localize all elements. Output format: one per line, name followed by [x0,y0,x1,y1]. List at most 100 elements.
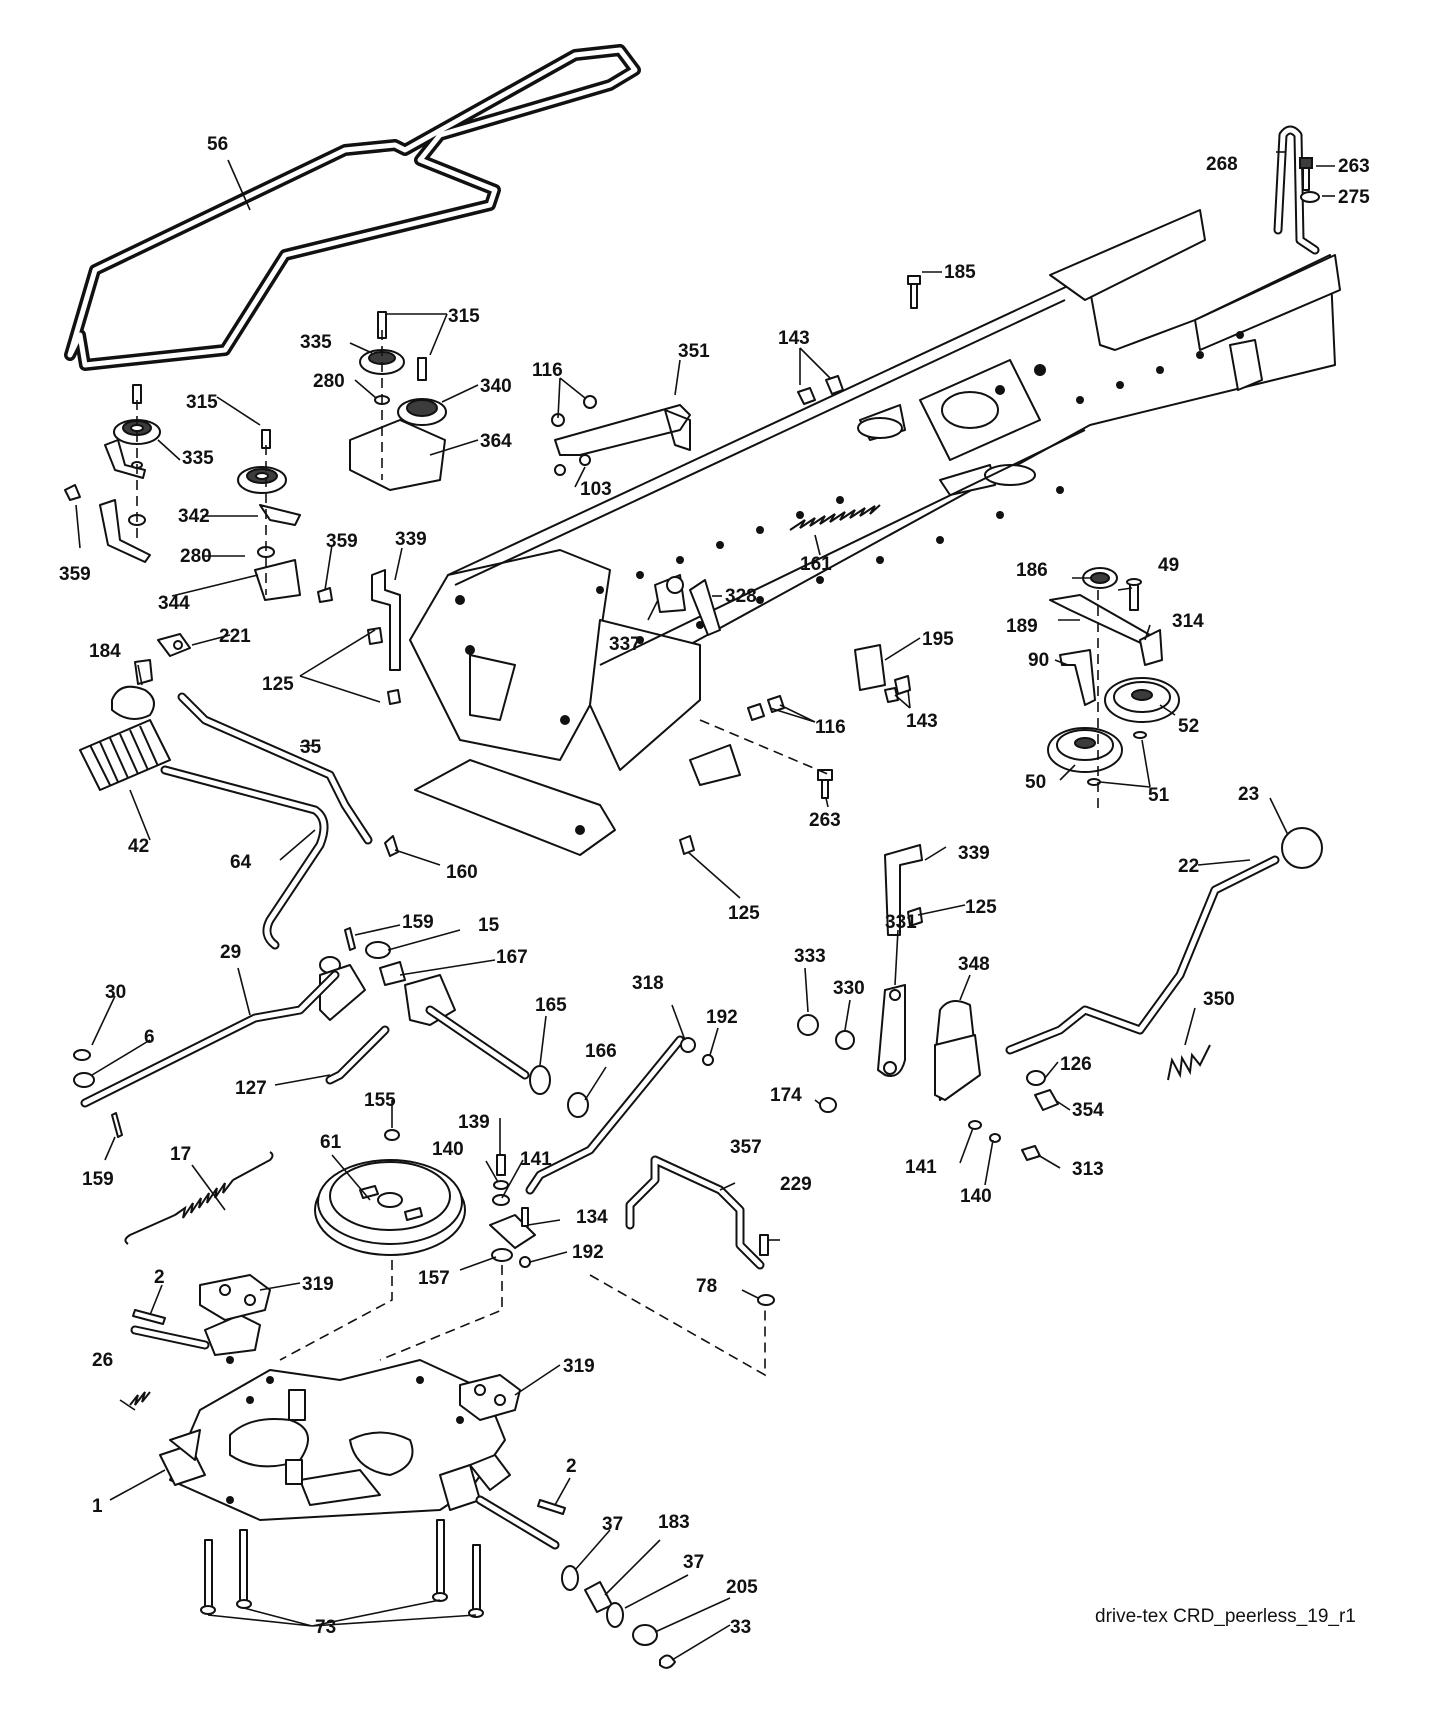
callout-35: 35 [300,737,322,758]
washer-140-left [493,1180,509,1190]
callout-161: 161 [800,554,832,575]
bolt-185 [907,275,921,309]
washer-166 [567,1092,589,1118]
callout-263: 263 [1338,156,1370,177]
callout-139: 139 [458,1112,490,1133]
callout-165: 165 [535,995,567,1016]
lever-22 [1005,855,1280,1055]
callout-205: 205 [726,1577,758,1598]
axis-pulley [279,1260,393,1361]
callout-263: 263 [809,810,841,831]
callout-344: 344 [158,593,190,614]
bushing-165 [529,1065,551,1095]
washer-78 [757,1294,775,1306]
callout-167: 167 [496,947,528,968]
callout-275: 275 [1338,187,1370,208]
bracket-339-right [884,844,923,936]
pin-159-top [344,927,356,951]
callout-186: 186 [1016,560,1048,581]
callout-22: 22 [1178,856,1199,877]
screw-116-mid [747,695,785,721]
callout-328: 328 [725,586,757,607]
callout-221: 221 [219,626,251,647]
callout-315: 315 [186,392,218,413]
idler-group-left [64,384,333,603]
callout-116: 116 [532,360,563,381]
tab-184 [134,659,153,685]
nut-103-b [554,464,566,476]
washer-330 [835,1030,855,1050]
screw-125-lower [679,835,695,855]
callout-125: 125 [965,897,997,918]
callout-141: 141 [905,1157,937,1178]
shaft-165 [425,1005,530,1080]
callout-50: 50 [1025,772,1046,793]
callout-192: 192 [572,1242,604,1263]
callout-49: 49 [1158,555,1179,576]
callout-61: 61 [320,1132,342,1153]
idler-group-center [349,311,447,491]
callout-364: 364 [480,431,512,452]
callout-140: 140 [960,1186,992,1207]
pedal-shaft-assy [319,964,366,1021]
washer-140-right [989,1133,1001,1143]
callout-140: 140 [432,1139,464,1160]
callout-339: 339 [958,843,990,864]
callout-33: 33 [730,1617,751,1638]
callout-143: 143 [778,328,810,349]
callout-labels: 56 268 263 275 185 315 335 280 340 364 3… [59,134,1370,1638]
callout-333: 333 [794,946,826,967]
callout-340: 340 [480,376,512,397]
rod-35 [177,692,373,845]
callout-315: 315 [448,306,480,327]
callout-350: 350 [1203,989,1235,1010]
bolts-73 [200,1519,484,1618]
nut-192-top [702,1054,714,1066]
callout-1: 1 [92,1496,103,1517]
nut-116-top-b [583,395,597,409]
screw-143-mid [884,675,911,703]
transaxle [130,1314,560,1550]
key-2-right [537,1499,566,1515]
bracket-339-left [371,569,401,671]
callout-229: 229 [780,1174,812,1195]
callout-318: 318 [632,973,664,994]
callout-90: 90 [1028,650,1049,671]
bolt-139 [496,1154,506,1176]
callout-359: 359 [59,564,91,585]
washer-275 [1300,191,1320,203]
leader-lines [75,151,1335,1661]
washer-30 [73,1049,91,1061]
spring-161 [789,504,881,531]
lever-331 [877,984,906,1077]
callout-359: 359 [326,531,358,552]
callout-2: 2 [566,1456,577,1477]
bracket-319-top [199,1274,271,1321]
bracket-351 [554,404,691,456]
nut-354 [1034,1089,1059,1111]
washer-205 [632,1624,658,1646]
callout-42: 42 [128,836,149,857]
washer-157 [491,1248,513,1262]
ferrule-6 [73,1072,95,1088]
nut-103 [579,454,591,466]
callout-335: 335 [300,332,332,353]
rod-318 [525,1035,685,1195]
rod-357 [625,1155,765,1270]
callout-335: 335 [182,448,214,469]
callout-141: 141 [520,1149,552,1170]
callout-157: 157 [418,1268,450,1289]
rod-127 [325,1025,390,1085]
bolt-263-top [1299,157,1313,191]
callout-174: 174 [770,1085,802,1106]
callout-159: 159 [82,1169,114,1190]
frame-assembly [409,209,1341,856]
callout-348: 348 [958,954,990,975]
callout-64: 64 [230,852,252,873]
callout-357: 357 [730,1137,762,1158]
callout-319: 319 [302,1274,334,1295]
screw-125-b [387,689,401,705]
pin-159-bottom [111,1112,123,1138]
nut-155 [384,1129,400,1141]
